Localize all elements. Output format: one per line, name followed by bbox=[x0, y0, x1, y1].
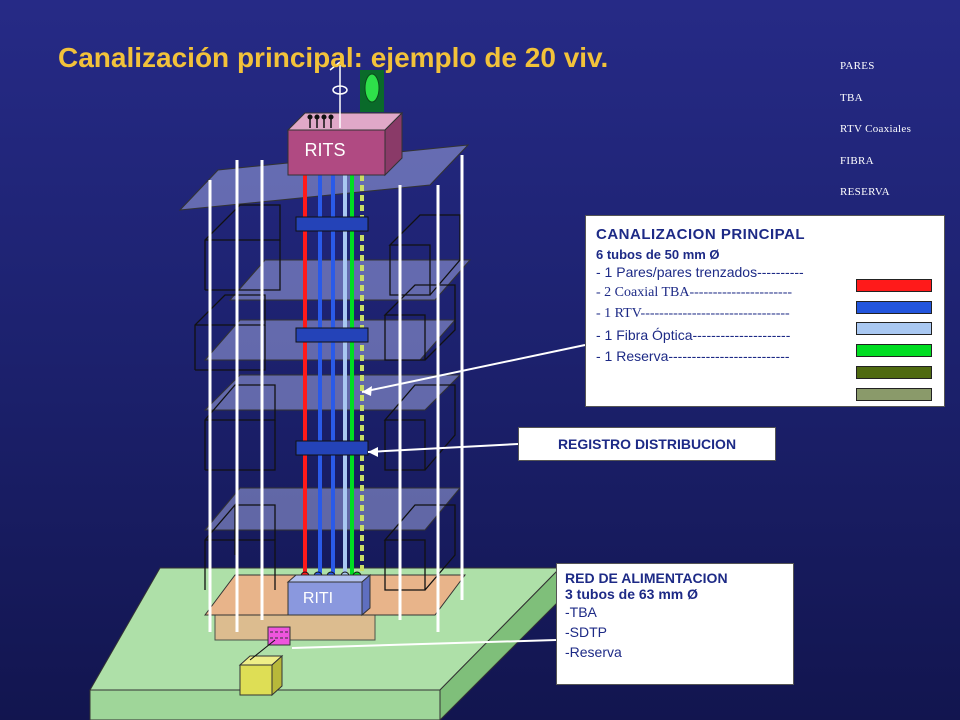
canalizacion-principal-box: CANALIZACION PRINCIPAL 6 tubos de 50 mm … bbox=[585, 215, 945, 407]
red-alimentacion-item: -TBA bbox=[565, 604, 597, 620]
legend-item: TBA bbox=[840, 91, 863, 104]
distribution-registers bbox=[295, 216, 369, 456]
legend-item: PARES bbox=[840, 60, 875, 72]
color-swatch bbox=[856, 301, 932, 314]
red-alimentacion-item: -Reserva bbox=[565, 644, 622, 660]
rits-enclosure bbox=[286, 111, 404, 177]
red-alimentacion-item: -SDTP bbox=[565, 624, 607, 640]
canalizacion-item: - 1 RTV-------------------------------- bbox=[596, 306, 790, 321]
canalizacion-item: - 2 Coaxial TBA---------------------- bbox=[596, 285, 793, 300]
legend-item: RTV Coaxiales bbox=[840, 123, 912, 135]
antenna-icon bbox=[329, 61, 348, 128]
legend-item: RESERVA bbox=[840, 186, 890, 198]
canalizacion-item: - 1 Fibra Óptica--------------------- bbox=[596, 327, 791, 343]
riti-label: RITI bbox=[302, 590, 334, 607]
rits-label: RITS bbox=[304, 140, 346, 160]
color-swatch bbox=[856, 322, 932, 335]
registro-distribucion-box: REGISTRO DISTRIBUCION bbox=[518, 427, 776, 461]
canalizacion-item: - 1 Reserva-------------------------- bbox=[596, 348, 790, 364]
satellite-dish-icon bbox=[360, 70, 384, 112]
pointer-lines bbox=[291, 344, 586, 649]
red-alimentacion-title: RED DE ALIMENTACION bbox=[565, 570, 728, 586]
underground-slab bbox=[214, 614, 376, 641]
red-alimentacion-box: RED DE ALIMENTACION 3 tubos de 63 mm Ø -… bbox=[556, 563, 794, 685]
riti-enclosure bbox=[286, 573, 372, 617]
cable-tubes bbox=[303, 175, 364, 580]
legend-top: PARES TBA RTV Coaxiales FIBRA RESERVA bbox=[840, 60, 911, 218]
color-swatch bbox=[856, 388, 932, 401]
canalizacion-subtitle: 6 tubos de 50 mm Ø bbox=[596, 247, 720, 262]
red-alimentacion-subtitle: 3 tubos de 63 mm Ø bbox=[565, 586, 699, 602]
color-swatch bbox=[856, 279, 932, 292]
legend-item: FIBRA bbox=[840, 154, 874, 167]
page-title: Canalización principal: ejemplo de 20 vi… bbox=[58, 42, 609, 73]
canalizacion-item: - 1 Pares/pares trenzados---------- bbox=[596, 264, 804, 280]
ground-plane-front bbox=[89, 689, 441, 720]
color-swatch bbox=[856, 366, 932, 379]
feed-network bbox=[238, 626, 291, 697]
arrowhead bbox=[368, 447, 378, 457]
floor-wireframes bbox=[194, 204, 461, 591]
canalizacion-title: CANALIZACION PRINCIPAL bbox=[596, 226, 806, 243]
arrowhead bbox=[362, 386, 372, 396]
color-swatch bbox=[856, 344, 932, 357]
building-columns bbox=[208, 155, 464, 632]
